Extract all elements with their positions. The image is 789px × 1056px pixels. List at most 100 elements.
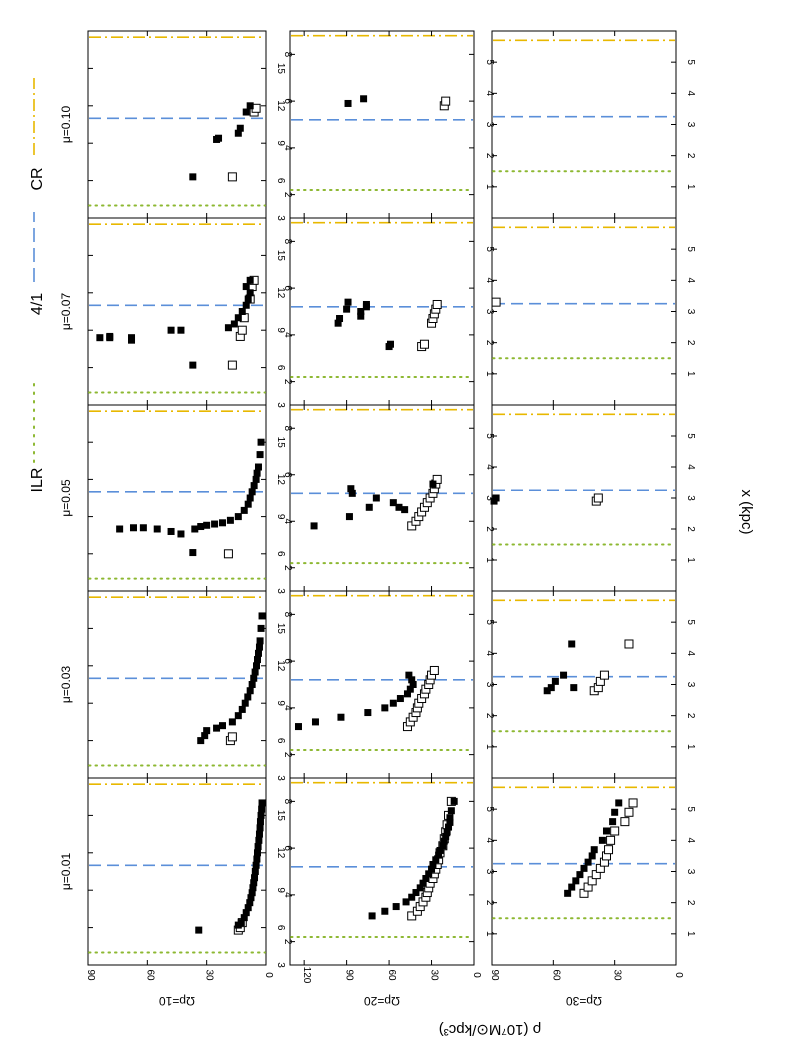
legend-cr-label: CR	[29, 167, 46, 190]
point-filled	[257, 624, 265, 632]
point-filled	[357, 308, 365, 315]
point-filled	[255, 643, 263, 651]
point-filled	[568, 640, 576, 648]
point-open	[227, 360, 237, 370]
x-tick-label: 2	[282, 192, 293, 198]
x-tick-label: 6	[275, 738, 286, 744]
point-filled	[402, 898, 410, 906]
point-filled	[392, 903, 400, 911]
point-filled	[258, 799, 266, 807]
point-filled	[429, 480, 437, 488]
point-filled	[442, 832, 450, 840]
point-filled	[310, 522, 318, 530]
x-tick-label: 1	[484, 184, 495, 190]
x-tick-label: 5	[484, 619, 495, 625]
point-filled	[446, 818, 454, 826]
point-filled	[249, 884, 257, 892]
point-filled	[343, 305, 351, 313]
point-open	[606, 835, 616, 845]
point-filled	[334, 319, 342, 327]
y-tick-label: 60	[386, 969, 397, 981]
point-filled	[337, 713, 345, 721]
point-filled	[492, 494, 500, 502]
point-filled	[197, 523, 205, 531]
point-filled	[416, 884, 424, 892]
y-tick-label: 90	[489, 969, 500, 981]
x-tick-label: 3	[685, 309, 696, 315]
x-tick-label: 2	[282, 565, 293, 571]
point-filled	[344, 298, 352, 306]
x-tick-label: 4	[685, 278, 696, 284]
x-tick-label: 3	[685, 682, 696, 688]
point-filled	[412, 889, 420, 897]
x-tick-label: 2	[282, 939, 293, 945]
point-filled	[224, 324, 232, 332]
x-tick-label: 1	[685, 744, 696, 750]
x-tick-label: 9	[275, 700, 286, 706]
point-open	[599, 670, 609, 680]
point-filled	[253, 855, 261, 863]
point-filled	[425, 870, 433, 878]
x-tick-label: 1	[685, 557, 696, 563]
point-filled	[189, 549, 197, 557]
point-filled	[445, 823, 453, 831]
point-filled	[584, 858, 592, 866]
x-tick-label: 5	[685, 806, 696, 812]
point-filled	[255, 830, 263, 838]
x-tick-label: 15	[275, 63, 286, 75]
point-filled	[106, 332, 114, 340]
point-filled	[432, 856, 440, 864]
point-filled	[244, 500, 252, 508]
x-tick-label: 4	[484, 651, 495, 657]
x-tick-label: 4	[685, 464, 696, 470]
x-tick-label: 2	[685, 713, 696, 719]
point-filled	[246, 899, 254, 907]
x-tick-label: 8	[282, 612, 293, 618]
x-tick-label: 3	[484, 682, 495, 688]
panel-frame	[87, 777, 267, 966]
y-tick-label: 60	[550, 969, 561, 981]
x-tick-label: 6	[282, 98, 293, 104]
x-tick-label: 2	[484, 900, 495, 906]
point-filled	[240, 506, 248, 514]
point-filled	[401, 506, 409, 514]
point-filled	[560, 671, 568, 679]
legend: ILR 4/1 CR	[29, 78, 46, 492]
x-tick-label: 2	[484, 153, 495, 159]
point-filled	[364, 709, 372, 717]
x-tick-label: 12	[275, 474, 286, 486]
x-tick-label: 4	[282, 518, 293, 524]
point-filled	[191, 525, 199, 533]
x-tick-label: 3	[685, 122, 696, 128]
point-filled	[189, 361, 197, 369]
x-tick-label: 4	[685, 651, 696, 657]
x-tick-label: 4	[282, 145, 293, 151]
point-filled	[211, 520, 219, 528]
panel-frame	[491, 30, 677, 219]
point-filled	[248, 488, 256, 496]
legend-ilr-label: ILR	[29, 468, 46, 493]
x-tick-label: 4	[282, 705, 293, 711]
y-tick-label: 30	[204, 969, 215, 981]
x-tick-label: 9	[275, 887, 286, 893]
point-filled	[381, 704, 389, 712]
point-open	[227, 732, 237, 742]
x-tick-label: 5	[484, 246, 495, 252]
x-tick-label: 2	[484, 713, 495, 719]
point-filled	[336, 315, 344, 323]
y-tick-label: 90	[85, 969, 96, 981]
point-filled	[246, 687, 254, 695]
point-filled	[572, 877, 580, 885]
point-filled	[253, 656, 261, 664]
x-tick-label: 4	[484, 838, 495, 844]
x-tick-label: 3	[484, 869, 495, 875]
y-tick-label: 0	[673, 972, 684, 978]
point-filled	[406, 685, 414, 693]
x-tick-label: 12	[275, 287, 286, 299]
x-tick-label: 4	[484, 91, 495, 97]
point-filled	[365, 503, 373, 511]
